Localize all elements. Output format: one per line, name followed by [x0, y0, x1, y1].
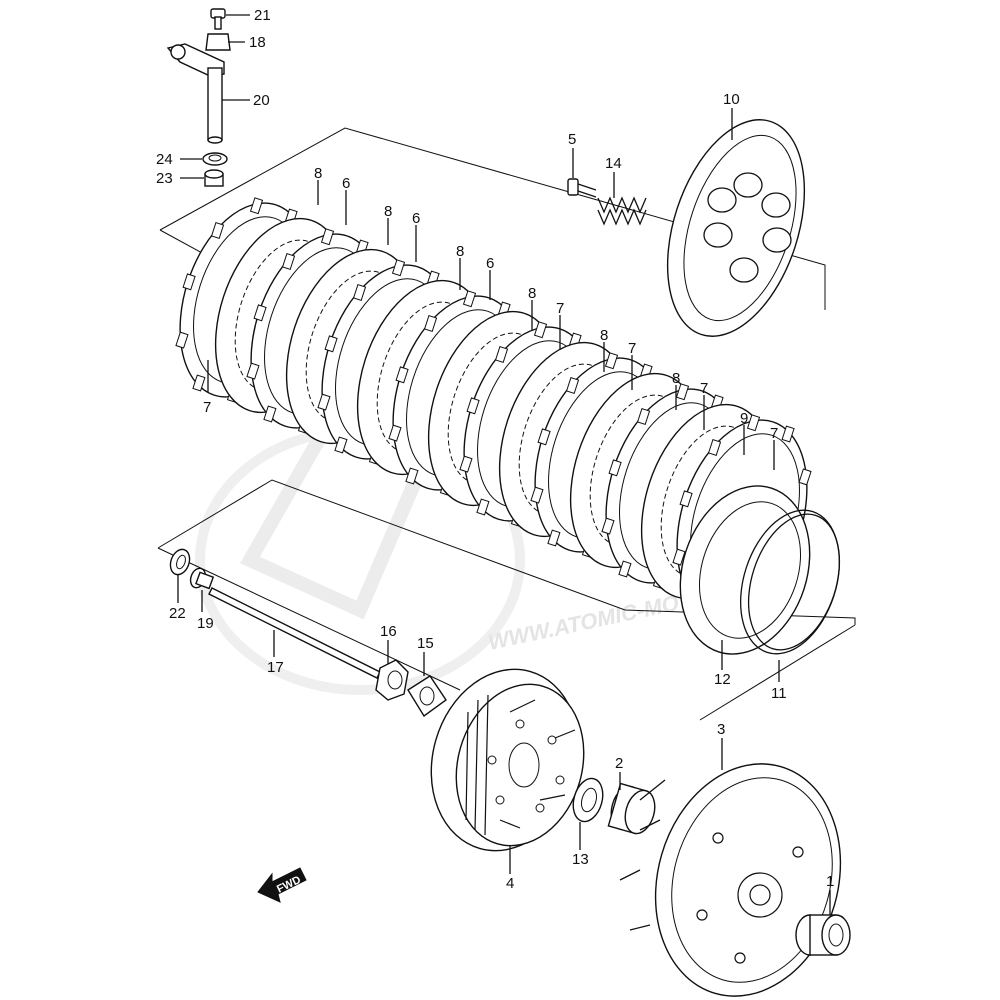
release-arm-group: [166, 8, 231, 187]
callout-8-b: 8: [384, 203, 392, 220]
clutch-sleeve-hub-4: [430, 668, 585, 852]
callout-7-e: 7: [770, 425, 778, 442]
callout-6-c: 6: [486, 255, 494, 272]
callout-7-d: 7: [700, 380, 708, 397]
callout-20: 20: [253, 92, 270, 109]
clutch-spring-14: [597, 196, 647, 226]
callout-2: 2: [615, 755, 623, 772]
callout-17: 17: [267, 659, 284, 676]
push-rod-17: [208, 587, 381, 679]
oil-seal-22: [169, 548, 191, 576]
callout-23: 23: [156, 170, 173, 187]
nut-16: [375, 659, 409, 701]
lower-assembly-frame: [157, 479, 856, 721]
callout-8-f: 8: [672, 370, 680, 387]
callout-24: 24: [156, 151, 173, 168]
needle-bearing-2: [607, 782, 656, 835]
callout-8-c: 8: [456, 243, 464, 260]
callout-8-e: 8: [600, 327, 608, 344]
callout-7-c: 7: [628, 340, 636, 357]
bolt-21: [210, 8, 226, 30]
callout-8-a: 8: [314, 165, 322, 182]
callout-6-b: 6: [412, 210, 420, 227]
thrust-washer-13: [572, 777, 604, 823]
clutch-spring-bolt-5: [567, 178, 597, 198]
callout-3: 3: [717, 721, 725, 738]
fwd-direction-arrow: FWD: [257, 867, 307, 903]
pressure-plate-10: [666, 119, 806, 337]
callout-6-a: 6: [342, 175, 350, 192]
callout-12: 12: [714, 671, 731, 688]
fwd-label: FWD: [275, 874, 303, 896]
clamp-18: [205, 33, 231, 51]
callout-11: 11: [771, 685, 787, 702]
callout-7-a: 7: [203, 399, 211, 416]
callout-7-b: 7: [556, 300, 564, 317]
callout-4: 4: [506, 875, 514, 892]
callout-19: 19: [197, 615, 214, 632]
spacer-1: [795, 914, 851, 956]
washer-15: [407, 675, 447, 718]
callout-13: 13: [572, 851, 589, 868]
callout-22: 22: [169, 605, 186, 622]
clutch-plate-stack: [175, 197, 812, 620]
callout-9: 9: [740, 410, 748, 427]
callout-5: 5: [568, 131, 576, 148]
push-rod-piece-19: [189, 567, 215, 590]
callouts: 21 18 20 24 23 5 14 10 7 8 6 8 6 8 6 8 7…: [156, 7, 834, 892]
callout-16: 16: [380, 623, 397, 640]
callout-21: 21: [254, 7, 271, 24]
leader-lines: [177, 14, 831, 915]
wire-ring-11: [739, 509, 841, 655]
callout-14: 14: [605, 155, 622, 172]
callout-8-d: 8: [528, 285, 536, 302]
bearing-23: [204, 169, 224, 187]
release-shaft-20: [207, 67, 223, 144]
oil-seal-24: [202, 152, 228, 166]
callout-18: 18: [249, 34, 266, 51]
callout-10: 10: [723, 91, 740, 108]
primary-driven-gear-assembly-3: [619, 763, 842, 997]
callout-1: 1: [826, 873, 834, 890]
callout-15: 15: [417, 635, 434, 652]
